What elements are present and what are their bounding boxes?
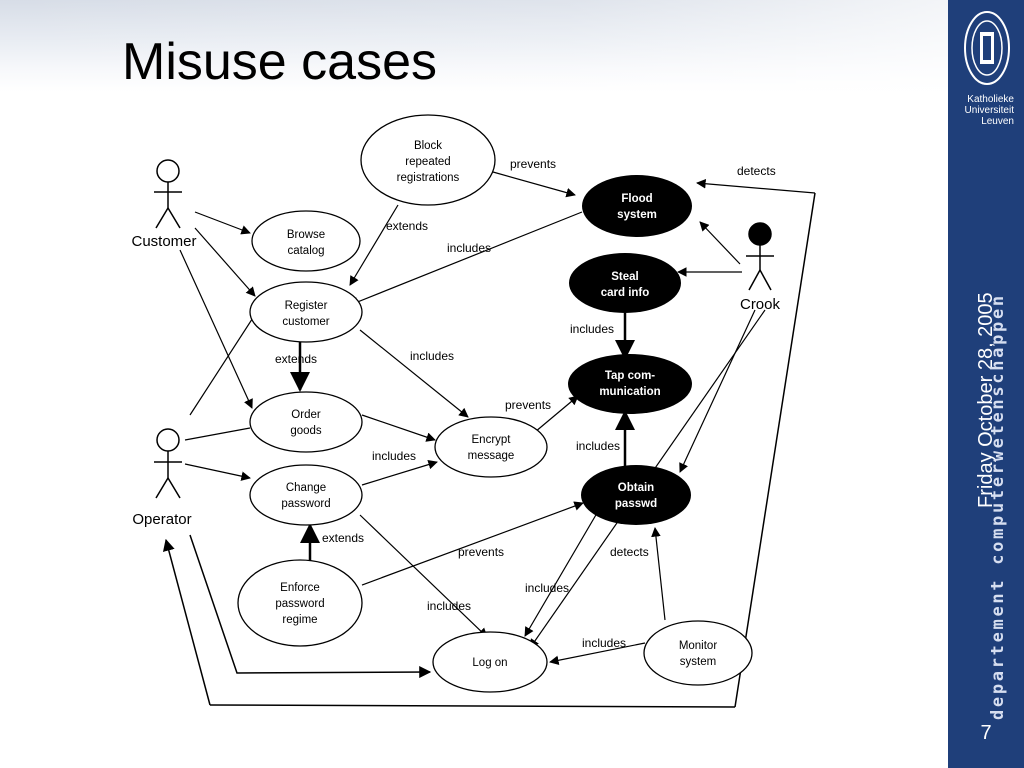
use-case-label: catalog — [287, 245, 324, 257]
misuse-case-diagram: prevents detects extends includes includ… — [131, 114, 816, 708]
use-case-register-customer: Register customer — [249, 281, 363, 343]
label-includes: includes — [525, 581, 569, 595]
department-name: departement computerwetenschappen — [988, 110, 1010, 720]
university-name: Katholieke Universiteit Leuven — [950, 94, 1022, 127]
use-case-label: message — [468, 450, 515, 462]
label-extends: extends — [275, 352, 317, 366]
misuse-case-label: passwd — [615, 498, 657, 510]
stick-figure-icon — [154, 159, 182, 229]
actor-label: Customer — [131, 233, 196, 250]
misuse-case-obtain-passwd: Obtain passwd — [581, 465, 691, 525]
label-includes: includes — [570, 322, 614, 336]
misuse-case-label: munication — [599, 386, 660, 398]
operator-paths — [162, 534, 432, 706]
label-detects: detects — [737, 164, 776, 178]
page-number: 7 — [980, 722, 992, 744]
use-case-label: Change — [286, 482, 326, 494]
university-name-line: Leuven — [981, 116, 1014, 127]
use-case-log-on: Log on — [432, 631, 548, 693]
use-case-block-repeated-registrations: Block repeated registrations — [360, 114, 496, 206]
label-prevents: prevents — [505, 398, 551, 412]
actor-operator: Operator — [132, 428, 192, 528]
use-case-label: regime — [282, 614, 317, 626]
misuse-case-label: Obtain — [618, 482, 654, 494]
sidebar — [948, 0, 1024, 768]
use-case-label: password — [275, 598, 324, 610]
label-extends: extends — [386, 219, 428, 233]
actor-crook: Crook — [740, 222, 781, 313]
use-case-encrypt-message: Encrypt message — [434, 416, 548, 478]
label-includes: includes — [427, 599, 471, 613]
use-case-label: Enforce — [280, 582, 320, 594]
label-includes: includes — [410, 349, 454, 363]
university-seal-icon — [964, 11, 1010, 85]
use-case-label: Browse — [287, 229, 325, 241]
label-includes: includes — [372, 449, 416, 463]
stick-figure-icon — [746, 222, 774, 291]
label-prevents: prevents — [458, 545, 504, 559]
use-case-label: password — [281, 498, 330, 510]
stick-figure-icon — [154, 428, 182, 499]
use-case-label: Block — [414, 140, 442, 152]
association-lines — [179, 211, 766, 649]
use-case-order-goods: Order goods — [249, 391, 363, 453]
label-prevents: prevents — [510, 157, 556, 171]
misuse-case-label: Steal — [611, 271, 639, 283]
slide-date: Friday October 28, 2005 — [965, 258, 997, 508]
label-includes: includes — [576, 439, 620, 453]
actor-customer: Customer — [131, 159, 197, 250]
misuse-case-label: card info — [601, 287, 650, 299]
use-case-browse-catalog: Browse catalog — [251, 210, 361, 272]
use-case-label: Register — [285, 300, 328, 312]
label-includes: includes — [447, 241, 491, 255]
actor-label: Crook — [740, 296, 781, 313]
misuse-case-label: system — [617, 209, 657, 221]
use-case-label: Encrypt — [472, 434, 512, 446]
misuse-case-label: Tap com- — [605, 370, 655, 382]
slide-title: Misuse cases — [122, 33, 437, 91]
label-extends: extends — [322, 531, 364, 545]
label-detects: detects — [610, 545, 649, 559]
frame-lines — [209, 192, 816, 708]
misuse-case-label: Flood — [621, 193, 652, 205]
use-case-label: customer — [282, 316, 329, 328]
use-case-label: repeated — [405, 156, 450, 168]
department-name-text: departement computerwetenschappen — [988, 293, 1008, 720]
university-name-line: Katholieke — [967, 94, 1014, 105]
use-case-label: goods — [290, 425, 322, 437]
label-includes: includes — [582, 636, 626, 650]
university-name-line: Universiteit — [964, 105, 1014, 116]
misuse-case-flood-system: Flood system — [582, 175, 692, 237]
header-banner-fade — [0, 0, 948, 92]
use-case-label: Monitor — [679, 640, 718, 652]
use-case-monitor-system: Monitor system — [643, 620, 753, 686]
use-case-enforce-password-regime: Enforce password regime — [237, 559, 363, 647]
use-case-label: Order — [291, 409, 321, 421]
use-case-change-password: Change password — [249, 464, 363, 526]
misuse-case-steal-card-info: Steal card info — [569, 253, 681, 313]
misuse-case-tap-communication: Tap com- munication — [568, 354, 692, 414]
actor-label: Operator — [132, 511, 191, 528]
use-case-label: registrations — [397, 172, 460, 184]
use-case-label: Log on — [472, 657, 507, 669]
use-case-label: system — [680, 656, 716, 668]
relation-lines — [290, 171, 816, 666]
